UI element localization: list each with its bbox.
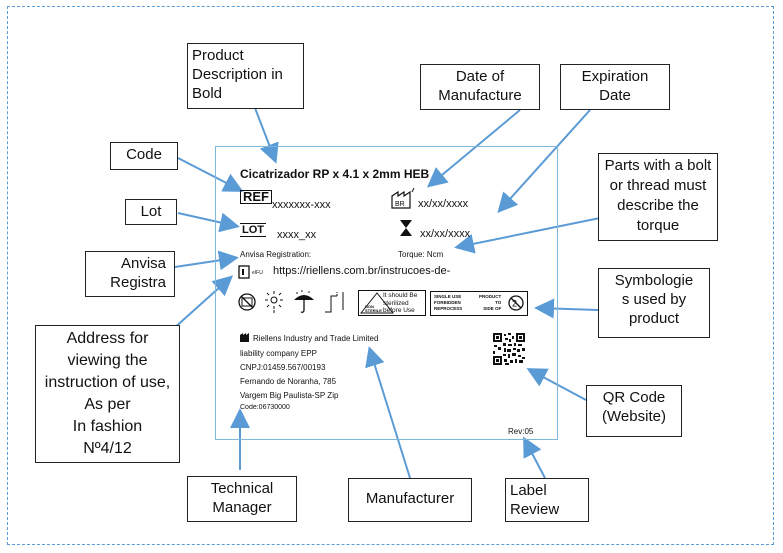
revision-text: Rev:05 [508, 427, 534, 436]
callout-product-description: Product Description in Bold [187, 43, 304, 109]
ifu-url: https://riellens.com.br/instrucoes-de- [273, 265, 451, 277]
callout-parts-bolt-torque: Parts with a bolt or thread must describ… [598, 153, 718, 241]
manufacture-date: xx/xx/xxxx [418, 198, 469, 210]
callout-code: Code [110, 142, 178, 170]
single-use-box: SINGLE USE FORBIDDEN REPROCESS PRODUCT T… [430, 291, 528, 316]
callout-lot: Lot [125, 199, 177, 225]
temperature-limit-icon [325, 292, 344, 313]
ref-icon: REF [240, 190, 272, 204]
callout-address-ifu: Address for viewing the instruction of u… [35, 325, 180, 463]
callout-anvisa: Anvisa Registra [85, 251, 175, 297]
do-not-reuse-icon: 2 [508, 295, 524, 311]
callout-label-review: Label Review [505, 478, 589, 522]
ifu-book-icon [238, 265, 250, 279]
hourglass-icon [400, 220, 412, 236]
arrow-lot [177, 212, 240, 233]
svg-text:BR: BR [395, 201, 405, 208]
manufacturer-line-1: liability company EPP [240, 349, 317, 358]
single-use-text: SINGLE USE FORBIDDEN REPROCESS [434, 294, 463, 311]
expiration-date: xx/xx/xxxx [420, 228, 471, 240]
anvisa-registration: Anvisa Registration: [240, 250, 312, 259]
torque-text: Torque: Ncm [398, 250, 444, 259]
sterile-note-text: It should Be sterilized before Use [383, 292, 418, 314]
arrow-product-desc [254, 107, 279, 164]
lot-icon: LOT [240, 223, 266, 237]
arrow-date-manufacture [426, 109, 521, 188]
eifu-label: eIFU [252, 270, 263, 276]
manufacturer-line-0: Riellens Industry and Trade Limited [253, 334, 379, 343]
callout-date-of-manufacture: Date of Manufacture [420, 64, 540, 110]
diagram-frame [7, 6, 774, 545]
callout-expiration-date: Expiration Date [560, 64, 670, 110]
keep-away-from-sunlight-icon [265, 291, 283, 313]
manufacturer-factory-icon [240, 333, 249, 342]
non-sterile-label: NON STERILE [365, 304, 382, 313]
arrow-label-review [523, 436, 546, 479]
manufacturer-line-5: Code:06730000 [240, 404, 290, 409]
arrow-code [177, 157, 244, 192]
callout-qr-code: QR Code (Website) [586, 385, 682, 437]
non-sterile-triangle-icon [359, 292, 395, 314]
lot-code: xxxx_xx [277, 229, 317, 241]
ref-code: xxxxxxx-xxx [272, 199, 331, 211]
product-title: Cicatrizador RP x 4.1 x 2mm HEB [240, 167, 430, 181]
manufacturer-line-2: CNPJ:01459.567/00193 [240, 363, 326, 372]
manufacturer-line-3: Fernando de Noranha, 785 [240, 377, 337, 386]
arrow-address [171, 275, 233, 331]
callout-manufacturer: Manufacturer [348, 478, 472, 522]
product-label [215, 146, 558, 440]
svg-text:2: 2 [512, 299, 517, 309]
manufacturer-line-4: Vargem Big Paulista-SP Zip [240, 391, 339, 400]
product-side-text: PRODUCT TO SIDE OF [479, 294, 502, 311]
qr-code-icon [493, 333, 525, 365]
do-not-use-if-damaged-icon [238, 293, 256, 311]
arrow-anvisa [174, 250, 239, 271]
sterile-note-box: NON STERILE It should Be sterilized befo… [358, 290, 426, 316]
arrow-symbologies [534, 298, 599, 319]
keep-dry-umbrella-icon [294, 290, 314, 313]
arrow-qr [526, 368, 587, 401]
callout-symbologies: Symbologie s used by product [598, 268, 710, 338]
callout-technical-manager: Technical Manager [187, 476, 297, 522]
arrow-manufacturer [365, 346, 411, 479]
arrow-parts-bolt [454, 217, 601, 254]
factory-date-icon: BR [391, 188, 415, 209]
arrow-expiration [497, 109, 591, 213]
